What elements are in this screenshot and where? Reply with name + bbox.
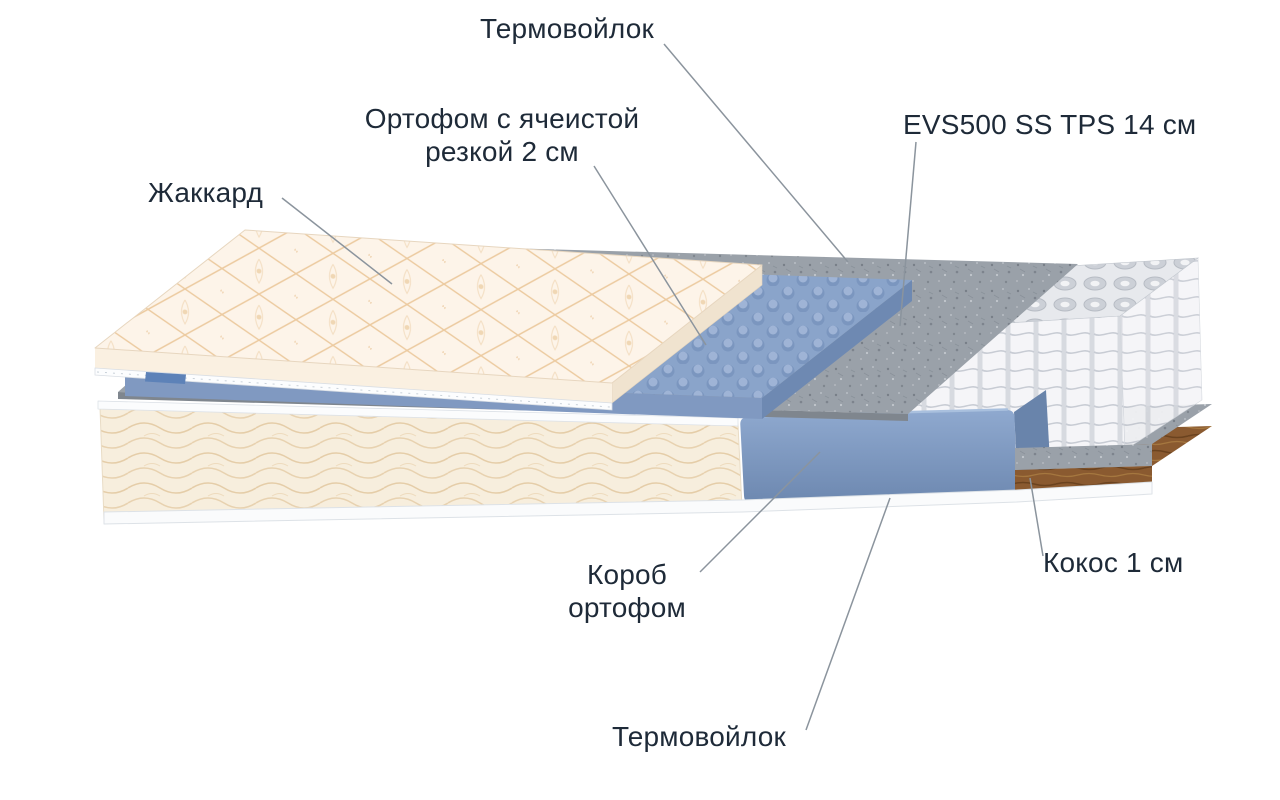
label-thermofelt-top: Термовойлок: [480, 13, 654, 44]
leader-lines: [281, 43, 1044, 731]
leader-box-orthofoam: [699, 451, 821, 573]
leader-coconut: [1029, 477, 1044, 557]
brand-tag: [145, 372, 186, 384]
leader-thermofelt-bottom: [805, 497, 891, 731]
base-body: [97, 400, 743, 522]
label-box-orthofoam: Короб ортофом: [568, 559, 686, 624]
label-thermofelt-bottom: Термовойлок: [612, 721, 786, 752]
leader-jacquard: [281, 197, 393, 285]
leader-springs: [899, 141, 917, 327]
label-coconut: Кокос 1 см: [1043, 547, 1184, 578]
label-jacquard: Жаккард: [148, 177, 264, 208]
bottom-felt-edge: [1015, 444, 1152, 470]
label-springs: EVS500 SS TPS 14 см: [903, 109, 1197, 140]
bottom-piping: [103, 481, 1153, 525]
jacquard-top-layer: [94, 229, 763, 411]
label-orthofoam: Ортофом с ячеистой резкой 2 см: [364, 103, 640, 168]
leader-thermofelt-top: [663, 43, 849, 263]
leader-orthofoam: [593, 165, 707, 346]
